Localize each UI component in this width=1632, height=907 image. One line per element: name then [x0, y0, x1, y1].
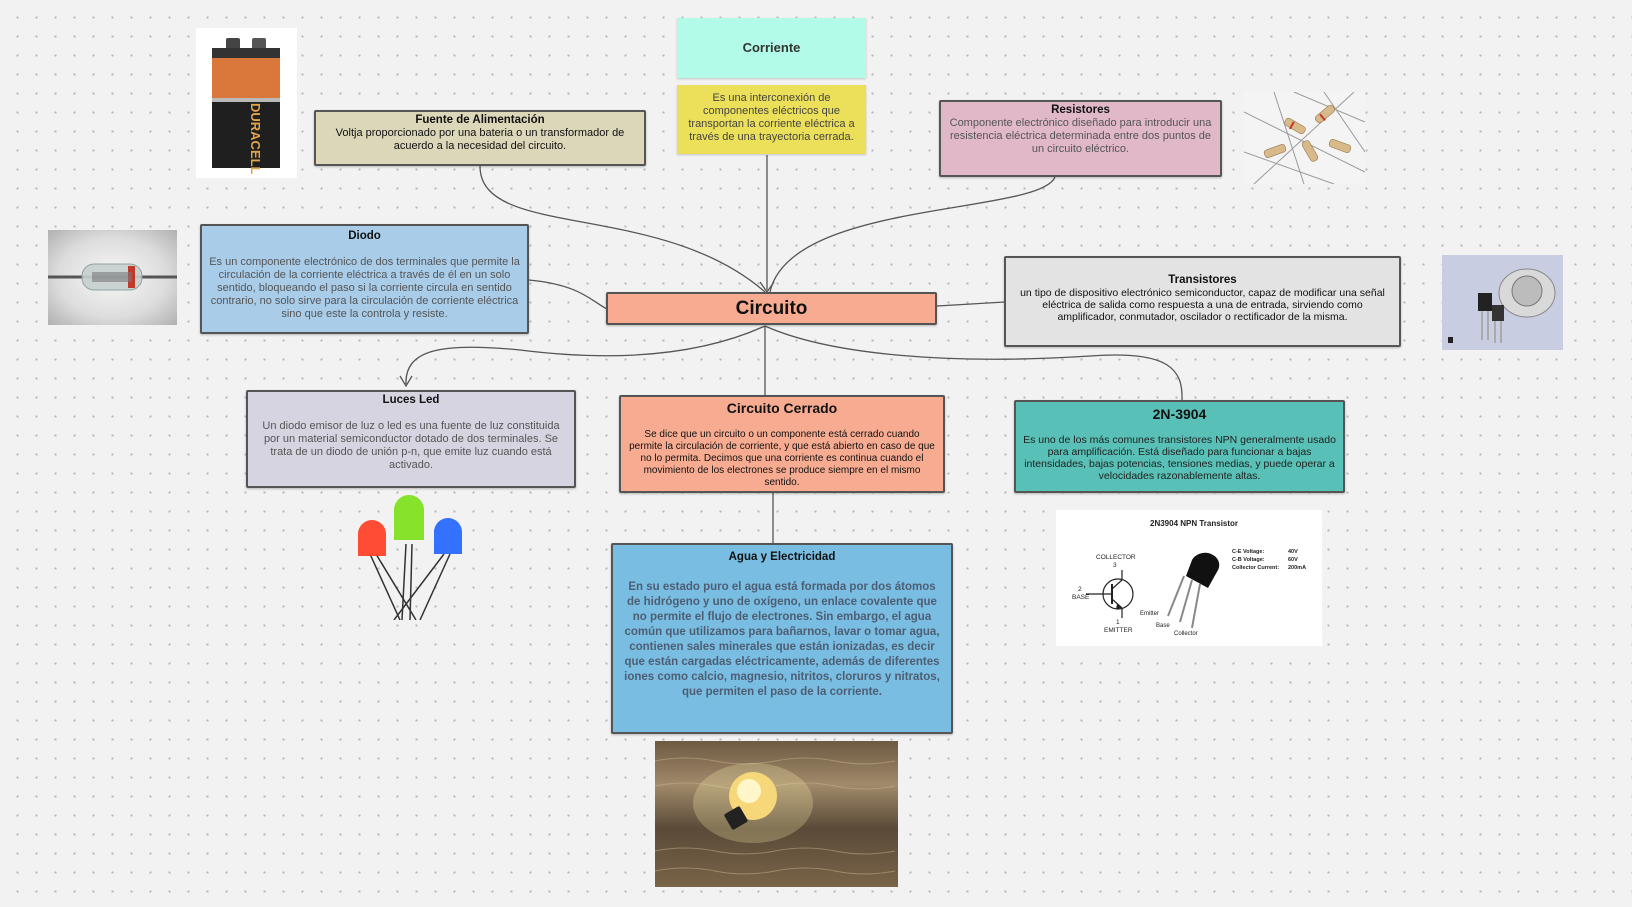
resistors-image: [1244, 92, 1365, 184]
cerrado-body: Se dice que un circuito o un componente …: [629, 429, 935, 488]
battery-image: DURACELL: [196, 28, 297, 178]
schematic-pin2: 2: [1078, 586, 1082, 593]
agua-node[interactable]: Agua y Electricidad En su estado puro el…: [611, 543, 953, 734]
schematic-leg-base: Base: [1156, 623, 1170, 629]
diodo-body: Es un componente electrónico de dos term…: [209, 256, 520, 320]
schematic-base-label: BASE: [1072, 594, 1090, 601]
agua-body: En su estado puro el agua está formada p…: [624, 581, 940, 698]
corriente-title-sticky[interactable]: Corriente: [677, 18, 866, 78]
circuito-node[interactable]: Circuito: [606, 292, 937, 325]
resistores-node[interactable]: Resistores Componente electrónico diseña…: [939, 100, 1222, 177]
corriente-body-sticky[interactable]: Es una interconexión de componentes eléc…: [677, 85, 866, 154]
luces-body: Un diodo emisor de luz o led es una fuen…: [262, 420, 560, 471]
battery-brand: DURACELL: [248, 103, 263, 175]
diodo-node[interactable]: Diodo Es un componente electrónico de do…: [200, 224, 529, 334]
diode-image: [48, 230, 177, 325]
schematic-spec2-value: 60V: [1288, 557, 1298, 563]
transistores-title: Transistores: [1168, 274, 1237, 286]
schematic-pin3: 3: [1113, 562, 1117, 569]
npn-schematic-image: 2N3904 NPN Transistor COLLECTOR 3 2 BASE…: [1056, 510, 1322, 646]
arrowhead-luces: [399, 375, 413, 388]
fuente-body: Voltja proporcionado por una bateria o u…: [335, 127, 625, 152]
schematic-leg-collector: Collector: [1174, 631, 1198, 637]
npn-title: 2N-3904: [1152, 406, 1207, 422]
transistor-photo: [1442, 255, 1563, 350]
link-diodo: [528, 279, 608, 310]
npn-body: Es uno de los más comunes transistores N…: [1023, 434, 1336, 482]
schematic-collector-label: COLLECTOR: [1096, 554, 1136, 561]
transistores-body: un tipo de dispositivo electrónico semic…: [1020, 287, 1385, 323]
schematic-spec2-label: C-B Voltage:: [1232, 557, 1265, 563]
schematic-spec1-value: 40V: [1288, 549, 1298, 555]
transistores-node[interactable]: Transistores un tipo de dispositivo elec…: [1004, 256, 1401, 347]
luces-node[interactable]: Luces Led Un diodo emisor de luz o led e…: [246, 390, 576, 488]
link-transistores: [936, 301, 1006, 307]
link-resistores: [769, 176, 1056, 293]
resistores-body: Componente electrónico diseñado para int…: [949, 117, 1212, 155]
link-fuente: [479, 165, 766, 293]
resistores-title: Resistores: [1051, 104, 1110, 116]
schematic-pin1: 1: [1116, 619, 1120, 626]
cerrado-title: Circuito Cerrado: [726, 400, 838, 416]
schematic-emitter-label: EMITTER: [1104, 627, 1133, 634]
fuente-title: Fuente de Alimentación: [415, 114, 545, 126]
schematic-spec3-value: 200mA: [1288, 565, 1306, 571]
circuito-title: Circuito: [735, 298, 808, 319]
bulb-water-image: [655, 741, 898, 887]
link-luces: [405, 325, 766, 385]
schematic-spec3-label: Collector Current:: [1232, 565, 1279, 571]
link-npn: [764, 325, 1183, 401]
cerrado-node[interactable]: Circuito Cerrado Se dice que un circuito…: [619, 395, 945, 493]
schematic-title: 2N3904 NPN Transistor: [1150, 519, 1238, 528]
corriente-title: Corriente: [742, 40, 801, 55]
leds-image: [340, 494, 480, 620]
schematic-spec1-label: C-E Voltage:: [1232, 549, 1264, 555]
schematic-leg-emitter: Emitter: [1140, 611, 1159, 617]
corriente-body: Es una interconexión de componentes eléc…: [688, 92, 855, 143]
diodo-title: Diodo: [348, 230, 381, 242]
luces-title: Luces Led: [382, 394, 440, 406]
npn-node[interactable]: 2N-3904 Es uno de los más comunes transi…: [1014, 400, 1345, 493]
agua-title: Agua y Electricidad: [728, 551, 836, 563]
fuente-node[interactable]: Fuente de Alimentación Voltja proporcion…: [314, 110, 646, 166]
